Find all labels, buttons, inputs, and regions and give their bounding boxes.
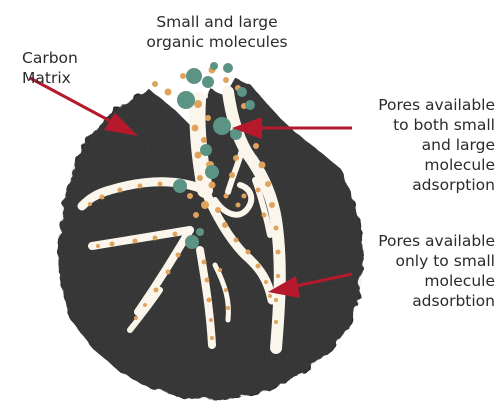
- pores-small-label: Pores available only to small molecule a…: [378, 232, 495, 310]
- small-molecules: [88, 66, 281, 340]
- molecules-label: Small and large organic molecules: [146, 13, 288, 51]
- arrow-pores-small: [268, 272, 353, 298]
- large-molecules: [173, 62, 255, 249]
- arrows: [29, 76, 353, 298]
- arrow-pores-both: [232, 117, 352, 139]
- carbon-matrix-label: Carbon Matrix: [22, 49, 78, 87]
- arrow-carbon-matrix: [29, 76, 138, 136]
- pores-both-label: Pores available to both small and large …: [378, 96, 495, 194]
